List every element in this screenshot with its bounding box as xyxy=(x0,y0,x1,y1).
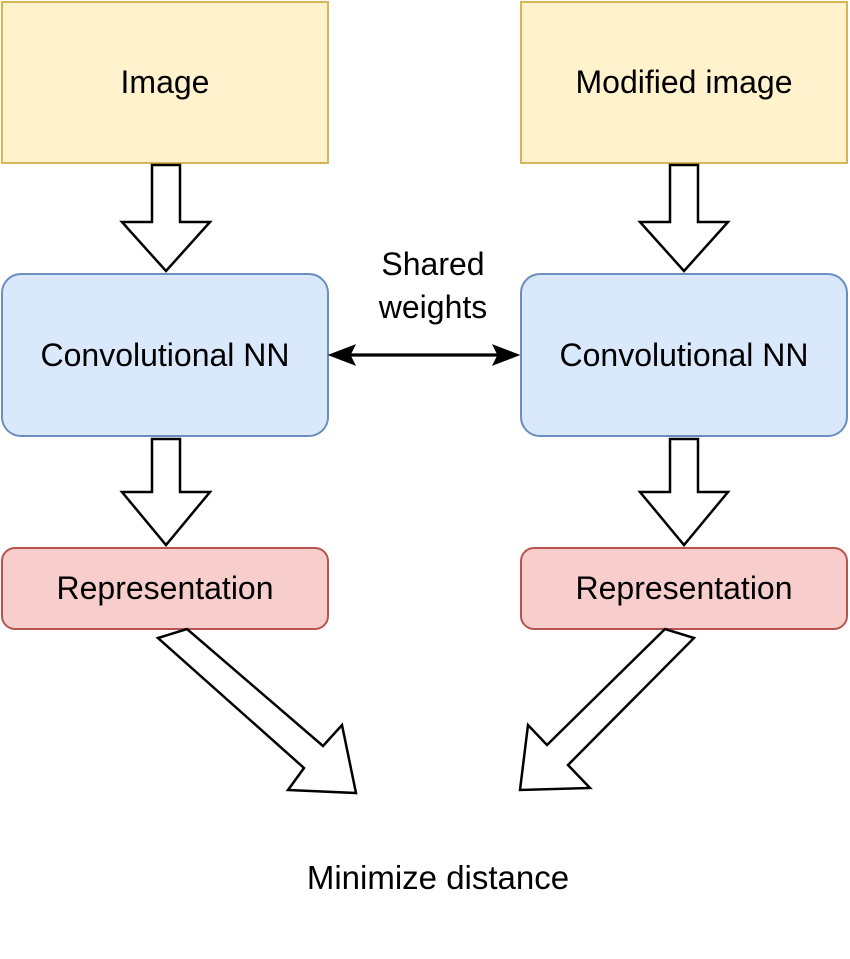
image-box-label: Image xyxy=(120,64,210,101)
modified-image-box-label: Modified image xyxy=(575,64,793,101)
down-arrow-icon-image-to-cnn-right xyxy=(637,163,731,273)
cnn-box-right-label: Convolutional NN xyxy=(559,336,809,373)
cnn-box-left-label: Convolutional NN xyxy=(40,336,290,373)
representation-box-left: Representation xyxy=(1,547,329,630)
down-arrow-icon-cnn-to-repr-left xyxy=(119,437,213,547)
representation-box-right-label: Representation xyxy=(575,570,793,607)
cnn-box-right: Convolutional NN xyxy=(520,273,848,437)
down-arrow-icon-image-to-cnn-left xyxy=(119,163,213,273)
diagonal-arrow-icon-repr-left xyxy=(155,627,358,795)
shared-weights-arrow-icon xyxy=(327,344,521,366)
image-box: Image xyxy=(1,1,329,164)
down-arrow-icon-cnn-to-repr-right xyxy=(637,437,731,547)
diagonal-arrow-icon-repr-right xyxy=(518,627,697,792)
shared-weights-label: Shared weights xyxy=(378,246,488,325)
representation-box-left-label: Representation xyxy=(56,570,274,607)
modified-image-box: Modified image xyxy=(520,1,848,164)
representation-box-right: Representation xyxy=(520,547,848,630)
cnn-box-left: Convolutional NN xyxy=(1,273,329,437)
minimize-distance-label: Minimize distance xyxy=(306,859,570,896)
